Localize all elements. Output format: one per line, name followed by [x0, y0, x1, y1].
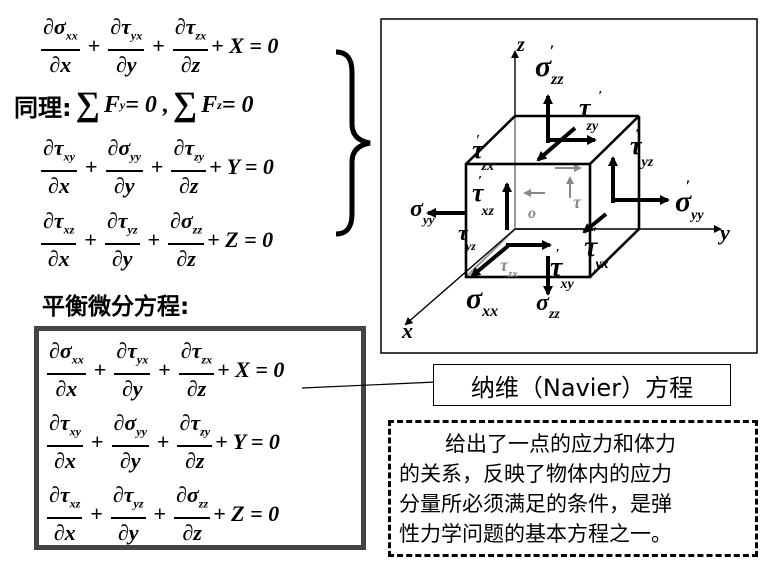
top-equation-2: ∂τxy∂x + ∂σyy∂y + ∂τzy∂z + Y = 0	[41, 135, 274, 199]
description-line-1: 给出了一点的应力和体力	[445, 432, 676, 456]
description-line-3: 分量所必须满足的条件，是弹	[399, 492, 672, 516]
sigma-yy-right: σyy′	[675, 178, 704, 223]
sigma-zz-bottom: σzz	[536, 290, 560, 322]
curly-brace	[335, 49, 371, 237]
description-box: 给出了一点的应力和体力 的关系，反映了物体内的应力 分量所必须满足的条件，是弹 …	[388, 420, 758, 557]
section-title: 平衡微分方程:	[42, 294, 190, 320]
tau-zx-back: τzx	[500, 255, 518, 280]
navier-label: 纳维（Navier）方程	[433, 364, 731, 406]
description-line-4: 性力学问题的基本方程之一。	[399, 522, 672, 546]
axis-z-label: z	[516, 34, 525, 56]
diagram-frame	[380, 18, 758, 354]
origin-label: o	[528, 205, 536, 222]
cube-edges	[464, 114, 641, 279]
x-axis	[404, 228, 516, 326]
boxed-equation-2: ∂τxy∂x + ∂σyy∂y + ∂τzy∂z + Y = 0	[47, 410, 280, 474]
tau-yz-right: τyz′	[630, 127, 654, 170]
top-equation-1: ∂σxx∂x + ∂τyx∂y + ∂τzx∂z + X = 0	[41, 14, 279, 78]
sigma-zz-top: σzz′	[535, 43, 564, 88]
boxed-equation-1: ∂σxx∂x + ∂τyx∂y + ∂τzx∂z + X = 0	[47, 338, 285, 402]
axis-y-label: y	[717, 220, 730, 245]
callout-pointer	[301, 381, 437, 389]
boxed-equations	[34, 326, 366, 550]
boxed-equation-3: ∂τxz∂x + ∂τyz∂y + ∂σzz∂z + Z = 0	[47, 482, 280, 546]
inner-tau: τ	[573, 192, 582, 212]
sigma-xx-front: σxx	[466, 282, 498, 320]
top-equation-3: ∂τxz∂x + ∂τyz∂y + ∂σzz∂z + Z = 0	[41, 208, 274, 272]
description-line-2: 的关系，反映了物体内的应力	[399, 462, 672, 486]
sigma-yy-left: σyy	[410, 196, 435, 227]
axis-x-label: x	[401, 318, 413, 343]
